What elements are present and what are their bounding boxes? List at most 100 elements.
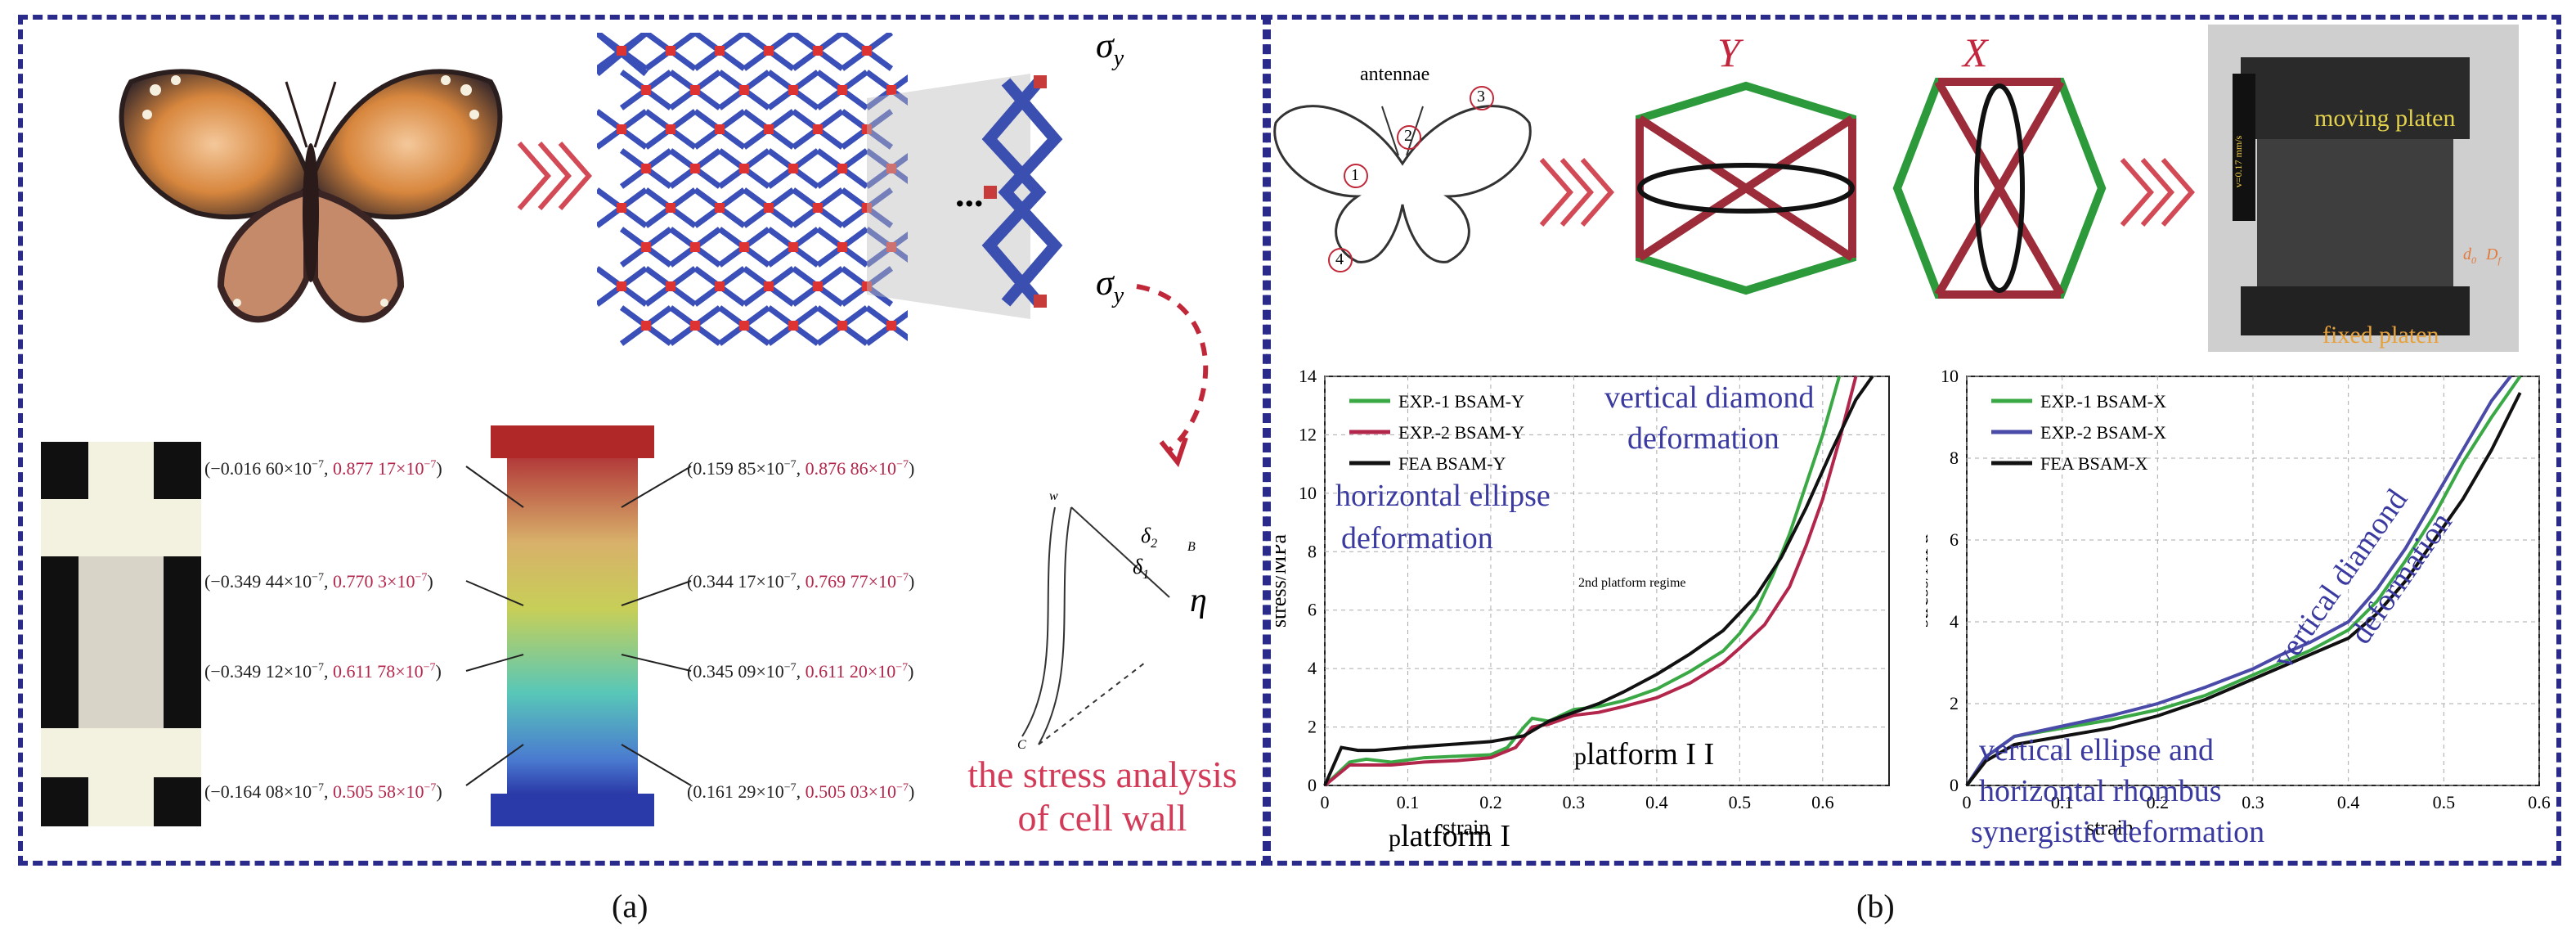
coord-1: (−0.016 60×10−7, 0.877 17×10−7)	[204, 458, 442, 479]
bo-circ-4: 4	[1335, 250, 1344, 268]
y-tick-label: 2	[1950, 693, 1959, 713]
x-axis-label: strain	[2086, 816, 2134, 839]
y-tick-label: 0	[1308, 775, 1317, 795]
y-tick-label: 10	[1941, 366, 1959, 386]
x-tick-label: 0.2	[1479, 792, 1502, 812]
specimen-photo	[41, 442, 201, 826]
lattice-node	[837, 242, 847, 252]
x-tick-label: 0.3	[2242, 792, 2264, 812]
butterfly-circled-marks	[1328, 86, 1494, 272]
lattice-node	[886, 242, 896, 252]
coord-3: (−0.349 12×10−7, 0.611 78×10−7)	[204, 661, 442, 682]
lattice-node	[641, 242, 651, 252]
c1-platform-1: platform I	[1389, 819, 1511, 853]
y-tick-label: 10	[1299, 483, 1317, 503]
unit-cell-X	[1892, 78, 2107, 299]
lattice-node	[690, 321, 700, 331]
antennae-label: antennae	[1360, 64, 1430, 85]
lattice-node	[739, 164, 749, 173]
lattice-pattern	[597, 33, 908, 346]
panel-a-frame	[18, 15, 1271, 866]
lattice-node	[764, 124, 774, 134]
y-tick-label: 6	[1950, 529, 1959, 550]
lattice-node	[764, 281, 774, 291]
label-Y: Y	[1717, 29, 1740, 75]
coord-8: (0.161 29×10−7, 0.505 03×10−7)	[687, 781, 915, 802]
panel-b-frame	[1263, 15, 2561, 866]
lattice-node	[666, 203, 675, 213]
y-tick-label: 4	[1950, 611, 1959, 632]
lattice-node	[715, 203, 725, 213]
lattice-node	[617, 281, 626, 291]
c1-platform-2: platform I I	[1574, 737, 1715, 772]
y-tick-label: 8	[1950, 448, 1959, 468]
c2-synergy-2: horizontal rhombus	[1979, 774, 2222, 808]
unit-cell-Y	[1636, 81, 1856, 295]
cell-wall-beam-sketch	[1021, 506, 1170, 745]
lattice-node	[788, 242, 798, 252]
y-tick-label: 12	[1299, 424, 1317, 444]
lattice-node	[862, 281, 872, 291]
lattice-node	[690, 242, 700, 252]
butterfly-outline	[1273, 105, 1532, 263]
lattice-node	[813, 124, 823, 134]
beam-label-delta2: δ2	[1141, 524, 1158, 551]
lattice-node	[641, 85, 651, 95]
coord-5: (0.159 85×10−7, 0.876 86×10−7)	[687, 458, 915, 479]
x-tick-label: 0.5	[1729, 792, 1752, 812]
lattice-node	[617, 46, 626, 56]
c2-synergy-3: synergistic deformation	[1971, 815, 2265, 849]
y-axis-label: stress/MPa	[1276, 533, 1290, 628]
coord-6: (0.344 17×10−7, 0.769 77×10−7)	[687, 571, 915, 592]
x-tick-label: 0.6	[1811, 792, 1834, 812]
beam-label-B: B	[1187, 540, 1196, 554]
beam-label-C: C	[1017, 738, 1026, 752]
plot-area	[1324, 376, 1890, 786]
beam-label-delta1: δ1	[1133, 555, 1150, 583]
lattice-node	[862, 124, 872, 134]
lattice-node	[764, 46, 774, 56]
coord-4: (−0.164 08×10−7, 0.505 58×10−7)	[204, 781, 442, 802]
speed-label: v=0.17 mm/s	[2233, 135, 2245, 188]
bo-circ-1: 1	[1351, 166, 1359, 184]
bo-circ-3: 3	[1477, 88, 1485, 106]
lattice-node	[886, 321, 896, 331]
lattice-node	[813, 203, 823, 213]
legend-label: EXP.-2 BSAM-Y	[1398, 422, 1524, 443]
lattice-node	[788, 85, 798, 95]
y-tick-label: 14	[1299, 366, 1317, 386]
series-line-2	[1323, 375, 1874, 786]
lattice-node	[837, 321, 847, 331]
lattice-node	[666, 281, 675, 291]
y-tick-label: 6	[1308, 600, 1317, 620]
series-line-1	[1323, 376, 1858, 787]
legend-label: EXP.-1 BSAM-Y	[1398, 391, 1524, 412]
x-tick-label: 0	[1963, 792, 1972, 812]
fe-model-specimen	[491, 425, 654, 826]
legend-label: EXP.-1 BSAM-X	[2040, 391, 2166, 412]
c1-horizontal-ellipse: horizontal ellipse	[1335, 479, 1551, 513]
x-tick-label: 0.1	[2051, 792, 2074, 812]
lattice-node	[764, 203, 774, 213]
panel-a-caption: (a)	[612, 888, 648, 925]
fixed-platen-label: fixed platen	[2322, 322, 2439, 349]
compression-test-photo	[2208, 25, 2519, 352]
dashed-arrow-to-beam	[1136, 284, 1209, 468]
legend-label: FEA BSAM-Y	[1398, 453, 1506, 474]
lattice-node	[739, 85, 749, 95]
lattice-node	[862, 46, 872, 56]
lattice-node	[715, 124, 725, 134]
lattice-node	[739, 242, 749, 252]
x-tick-label: 0.5	[2433, 792, 2456, 812]
x-tick-label: 0.2	[2147, 792, 2170, 812]
lattice-node	[862, 203, 872, 213]
x-tick-label: 0.4	[1645, 792, 1668, 812]
legend-label: EXP.-2 BSAM-X	[2040, 422, 2166, 443]
y-axis-label: stress/MPa	[1926, 533, 1932, 628]
coord-7: (0.345 09×10−7, 0.611 20×10−7)	[687, 661, 914, 682]
series-line-1	[1965, 375, 2512, 787]
x-tick-label: 0	[1321, 792, 1330, 812]
lattice-node	[690, 164, 700, 173]
unit-cell-zoom	[867, 74, 1063, 319]
lattice-node	[739, 321, 749, 331]
